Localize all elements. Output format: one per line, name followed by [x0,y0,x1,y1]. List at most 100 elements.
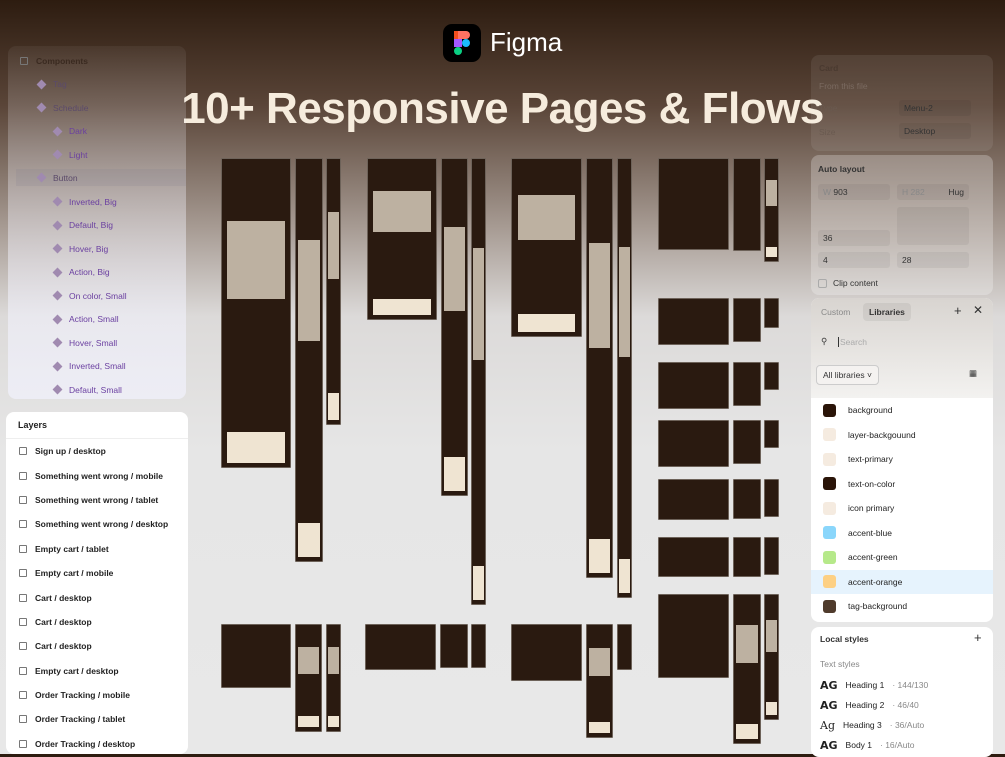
page-frame-thumbnail[interactable] [764,537,779,575]
page-frame-thumbnail[interactable] [764,420,779,448]
library-filter-dropdown[interactable]: All libraries ˅ [816,365,879,385]
component-item[interactable]: Hover, Big [52,244,108,254]
component-item[interactable]: Action, Small [52,314,119,324]
color-style-item[interactable]: accent-green [811,545,993,570]
size-select[interactable]: Desktop [899,123,971,139]
color-style-item[interactable]: tag-background [811,594,993,619]
add-icon[interactable]: + [954,303,962,318]
page-frame-thumbnail[interactable] [733,362,761,406]
layer-item[interactable]: Empty cart / mobile [6,561,188,585]
padding-vertical-input[interactable]: 28 [897,252,969,268]
page-frame-thumbnail[interactable] [441,158,468,496]
page-frame-thumbnail[interactable] [764,479,779,517]
page-frame-thumbnail[interactable] [617,624,632,670]
padding-horizontal-input[interactable]: 4 [818,252,890,268]
page-frame-thumbnail[interactable] [440,624,468,668]
page-frame-thumbnail[interactable] [221,624,291,688]
page-frame-thumbnail[interactable] [221,158,291,468]
component-name[interactable]: Card [819,63,839,73]
color-style-item[interactable]: text-on-color [811,472,993,497]
layer-item[interactable]: Order Tracking / desktop [6,732,188,756]
page-frame-thumbnail[interactable] [658,594,729,678]
page-frame-thumbnail[interactable] [471,624,486,668]
page-frame-thumbnail[interactable] [658,158,729,250]
page-frame-thumbnail[interactable] [764,594,779,720]
page-frame-thumbnail[interactable] [471,158,486,605]
layer-item[interactable]: Sign up / desktop [6,439,188,463]
color-style-item[interactable]: accent-blue [811,521,993,546]
page-frame-thumbnail[interactable] [733,594,761,744]
page-frame-thumbnail[interactable] [326,624,341,732]
tab-libraries[interactable]: Libraries [863,303,911,321]
color-style-item[interactable]: background [811,398,993,423]
color-style-item[interactable]: icon primary [811,496,993,521]
width-input[interactable]: W 903 [818,184,890,200]
page-frame-thumbnail[interactable] [733,298,761,342]
component-item[interactable]: Light [52,150,87,160]
page-frame-thumbnail[interactable] [658,362,729,409]
clip-content-checkbox[interactable]: Clip content [818,278,878,289]
layer-item[interactable]: Order Tracking / tablet [6,707,188,731]
search-input[interactable]: Search [838,337,867,347]
component-item[interactable]: Default, Small [52,385,122,395]
component-item[interactable]: Dark [52,126,87,136]
grid-view-icon[interactable]: ▦ [969,368,978,378]
component-item[interactable]: Tag [36,79,67,89]
page-frame-thumbnail[interactable] [764,158,779,262]
close-icon[interactable]: ✕ [973,303,984,317]
component-item[interactable]: Button [16,169,186,186]
layer-item[interactable]: Something went wrong / tablet [6,488,188,512]
add-style-icon[interactable]: + [974,630,982,645]
page-frame-thumbnail[interactable] [733,420,761,464]
page-frame-thumbnail[interactable] [733,537,761,577]
color-style-item[interactable]: text-primary [811,447,993,472]
component-item[interactable]: Default, Big [52,220,113,230]
type-select[interactable]: Menu-2 [899,100,971,116]
page-frame-thumbnail[interactable] [617,158,632,598]
page-frame-thumbnail[interactable] [658,420,729,467]
component-item[interactable]: Schedule [36,103,88,113]
layer-item[interactable]: Something went wrong / desktop [6,512,188,536]
component-item[interactable]: Hover, Small [52,338,117,348]
text-style-name: Heading 3 [843,720,882,730]
page-frame-thumbnail[interactable] [733,479,761,519]
component-item[interactable]: Inverted, Big [52,197,117,207]
gap-input[interactable]: 36 [818,230,890,246]
color-style-item[interactable]: accent-orange [811,569,993,594]
alignment-grid[interactable] [897,207,969,245]
layer-item[interactable]: Cart / desktop [6,585,188,609]
page-frame-thumbnail[interactable] [295,624,322,732]
frame-footer-block [473,566,484,600]
page-frame-thumbnail[interactable] [511,158,582,337]
page-frame-thumbnail[interactable] [764,362,779,390]
component-item[interactable]: Action, Big [52,267,110,277]
component-item[interactable]: Inverted, Small [52,361,126,371]
layer-item[interactable]: Cart / desktop [6,610,188,634]
page-frame-thumbnail[interactable] [511,624,582,681]
component-item[interactable]: On color, Small [52,291,127,301]
layer-item[interactable]: Empty cart / tablet [6,537,188,561]
page-frame-thumbnail[interactable] [658,479,729,520]
page-frame-thumbnail[interactable] [367,158,437,320]
color-swatch [823,599,836,613]
layer-item[interactable]: Empty cart / desktop [6,659,188,683]
page-frame-thumbnail[interactable] [586,158,613,578]
layer-item[interactable]: Order Tracking / mobile [6,683,188,707]
page-frame-thumbnail[interactable] [365,624,436,670]
page-frame-thumbnail[interactable] [326,158,341,425]
page-frame-thumbnail[interactable] [295,158,323,562]
height-input[interactable]: H 282 Hug [897,184,969,200]
color-style-item[interactable]: layer-backgouund [811,423,993,448]
tab-custom[interactable]: Custom [821,307,851,317]
page-frame-thumbnail[interactable] [586,624,613,738]
page-frame-thumbnail[interactable] [764,298,779,328]
page-frame-thumbnail[interactable] [733,158,761,251]
layer-item[interactable]: Cart / desktop [6,634,188,658]
page-frame-thumbnail[interactable] [658,537,729,577]
layer-item[interactable]: Something went wrong / mobile [6,463,188,487]
page-frame-thumbnail[interactable] [658,298,729,345]
